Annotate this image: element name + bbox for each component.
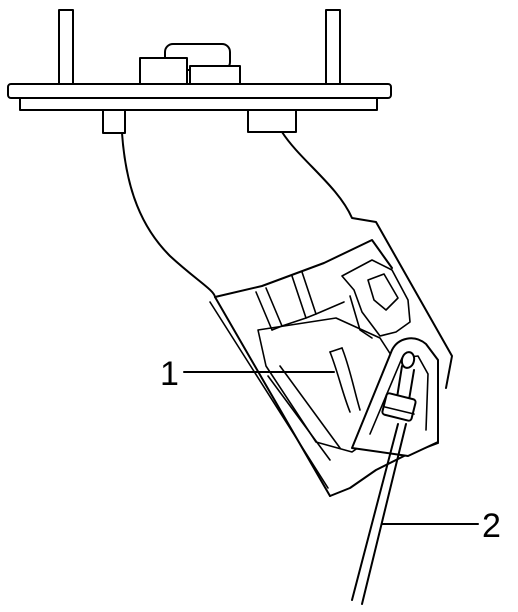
left-post xyxy=(58,9,74,85)
connector-left-block xyxy=(139,57,188,87)
sensor-head-inner xyxy=(369,355,429,435)
strip-edge-b xyxy=(341,347,361,411)
probe-collar-ring xyxy=(384,406,415,415)
pin-2 xyxy=(265,287,283,327)
probe-collar xyxy=(381,392,417,422)
probe-wire-right xyxy=(361,423,407,605)
probe-wire-left xyxy=(351,423,399,601)
flange-plate xyxy=(7,83,392,111)
plate-bosses xyxy=(102,109,297,134)
left-boss xyxy=(102,109,126,134)
probe-tip xyxy=(400,351,416,369)
element-2-probe xyxy=(351,351,417,605)
housing-outline-right xyxy=(281,131,453,389)
right-post xyxy=(325,9,341,85)
latch-arm xyxy=(349,295,373,339)
housing-inner-edge xyxy=(214,239,393,298)
housing-side-line xyxy=(209,301,329,489)
pin-step xyxy=(271,301,345,331)
flange-bottom xyxy=(19,97,378,111)
element-1-strip xyxy=(329,347,361,413)
pin-3 xyxy=(291,275,307,319)
flange-top xyxy=(7,83,392,99)
terminal-pins xyxy=(255,271,345,331)
latch-region xyxy=(341,259,411,339)
top-connector xyxy=(139,43,241,87)
strip-cap xyxy=(329,347,343,353)
right-boss xyxy=(247,109,297,133)
housing-chamber-rib-2 xyxy=(279,365,341,449)
callout-1-label: 1 xyxy=(160,355,179,393)
housing-chamber-rib-1 xyxy=(267,375,331,461)
latch-outer xyxy=(341,259,411,337)
strip-edge-a xyxy=(329,351,351,413)
callouts: 1 2 xyxy=(160,355,501,545)
pin-1 xyxy=(255,291,273,331)
pin-4 xyxy=(301,271,317,315)
latch-inner xyxy=(367,273,399,311)
callout-2-label: 2 xyxy=(482,507,501,545)
housing-outline-left xyxy=(121,132,331,497)
mounting-posts xyxy=(58,9,341,85)
